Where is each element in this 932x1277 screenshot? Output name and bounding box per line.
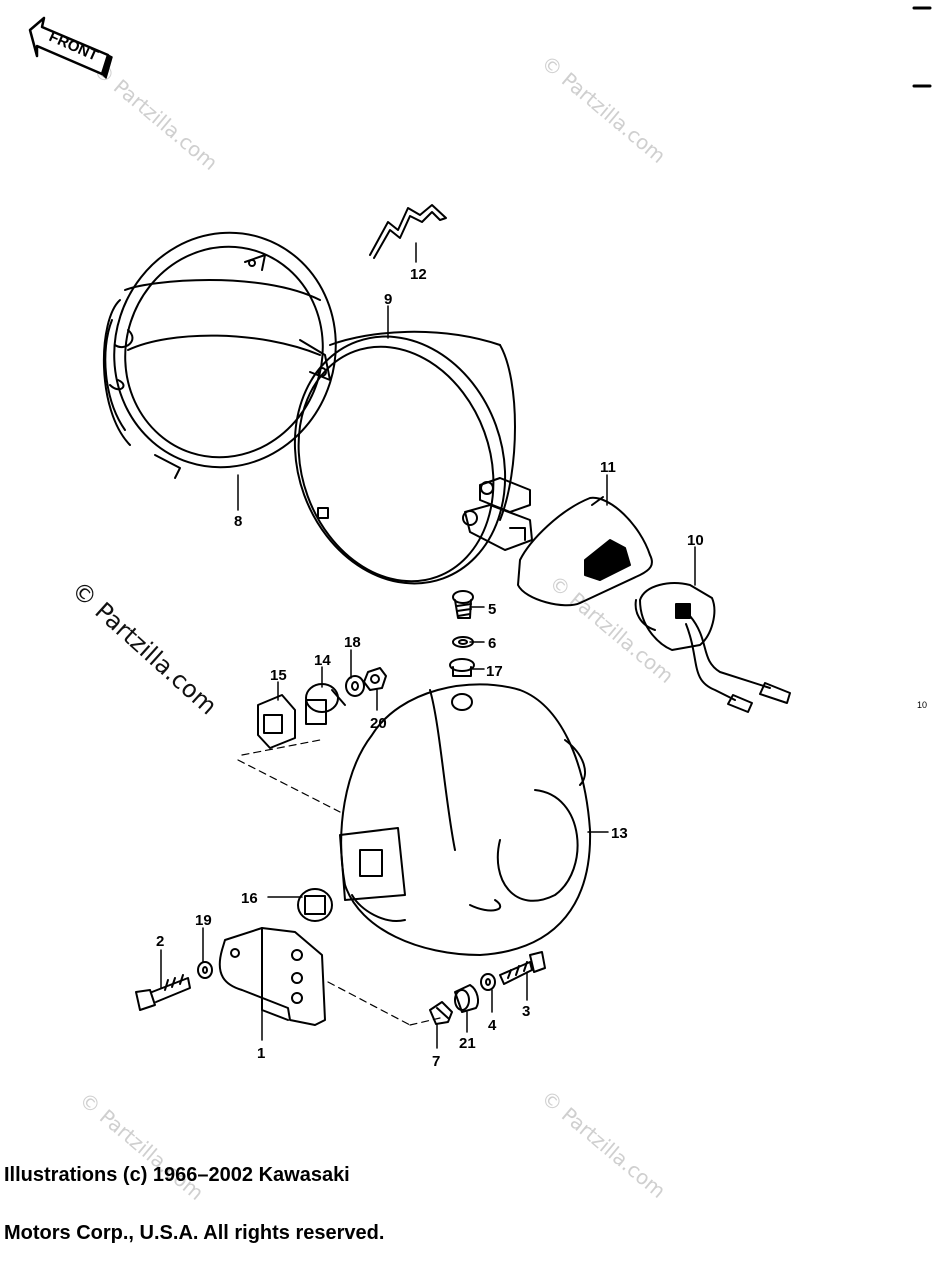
headlight-housing — [339, 683, 592, 956]
leader-lines — [237, 739, 441, 1026]
headlight-rim — [102, 231, 337, 479]
part-label-4: 4 — [488, 1017, 497, 1034]
mounting-bracket — [218, 927, 326, 1026]
copyright-line-1: Illustrations (c) 1966–2002 Kawasaki — [4, 1164, 350, 1186]
part-label-21: 21 — [459, 1035, 476, 1052]
bolt-2 — [135, 961, 213, 1011]
part-label-3: 3 — [522, 1003, 530, 1020]
part-label-9: 9 — [384, 291, 392, 308]
sealed-beam-unit — [293, 330, 533, 585]
part-label-18: 18 — [344, 634, 361, 651]
copyright-notice: Illustrations (c) 1966–2002 Kawasaki Mot… — [4, 1132, 384, 1277]
part-label-17: 17 — [486, 663, 503, 680]
part-label-8: 8 — [234, 513, 242, 530]
part-label-7: 7 — [432, 1053, 440, 1070]
part-label-2: 2 — [156, 933, 164, 950]
part-label-6: 6 — [488, 635, 496, 652]
watermark-group: © Partzilla.com © Partzilla.com © Partzi… — [66, 50, 678, 1200]
screw-assembly — [449, 590, 475, 677]
watermark-bottom-right: © Partzilla.com — [537, 1085, 671, 1200]
watermark-top-left: © Partzilla.com — [89, 57, 223, 175]
watermark-top-right: © Partzilla.com — [537, 50, 671, 168]
part-label-20: 20 — [370, 715, 387, 732]
page-edge-marks: 10 — [912, 6, 932, 710]
part-label-10: 10 — [687, 532, 704, 549]
grommet-hardware — [257, 667, 387, 749]
watermark-left-dark: © Partzilla.com — [66, 576, 222, 721]
wire-clip — [369, 204, 447, 259]
part-label-14: 14 — [314, 652, 331, 669]
callout-lines — [160, 242, 696, 1049]
part-label-19: 19 — [195, 912, 212, 929]
part-label-15: 15 — [270, 667, 287, 684]
exploded-parts-diagram: © Partzilla.com © Partzilla.com © Partzi… — [28, 6, 932, 1200]
part-number-labels: 12 9 8 11 10 5 6 17 18 14 15 20 13 16 19… — [156, 266, 704, 1070]
front-arrow-icon: FRONT — [28, 16, 113, 79]
part-label-16: 16 — [241, 890, 258, 907]
part-label-5: 5 — [488, 601, 496, 618]
socket-cover — [517, 496, 653, 607]
part-label-1: 1 — [257, 1045, 265, 1062]
page-marker: 10 — [917, 700, 927, 710]
grommet-16 — [297, 888, 333, 922]
part-label-12: 12 — [410, 266, 427, 283]
headlight-socket — [634, 582, 791, 713]
right-hardware — [429, 951, 546, 1025]
beam-terminals — [462, 477, 533, 551]
part-label-13: 13 — [611, 825, 628, 842]
copyright-line-2: Motors Corp., U.S.A. All rights reserved… — [4, 1222, 385, 1244]
part-label-11: 11 — [600, 459, 616, 476]
